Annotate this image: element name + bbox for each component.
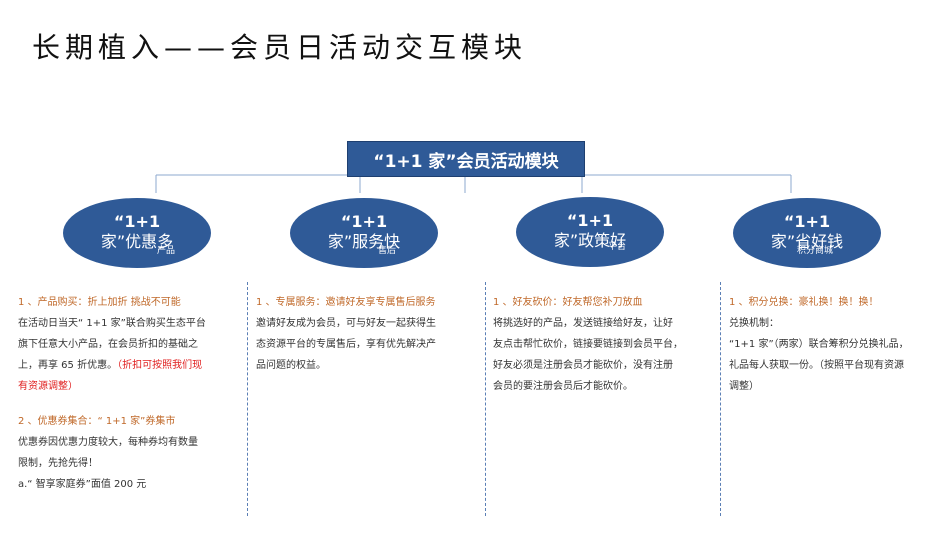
node-savings: “1+1 家”省好钱 积分商城 <box>733 198 881 268</box>
node-label-line1: “1+1 <box>566 211 614 230</box>
body-line: 优惠券因优惠力度较大，每种券均有数量 <box>18 437 198 448</box>
column-divider <box>485 282 486 516</box>
body-line: 品问题的权益。 <box>256 360 326 371</box>
node-sublabel: 产品 <box>157 246 176 256</box>
highlight-note: （折扣可按照我们现 <box>117 360 203 371</box>
section-heading: 1 、好友砍价：好友帮您补刀放血 <box>493 297 643 308</box>
body-line: a.“ 智享家庭券”面值 200 元 <box>18 479 147 490</box>
node-service: “1+1 家”服务快 售后 <box>290 198 438 268</box>
body-line: 礼品每人获取一份。（按照平台现有资源 <box>729 360 904 371</box>
body-line: 上，再享 65 折优惠。（折扣可按照我们现 <box>18 355 244 376</box>
section-heading: 1 、专属服务：邀请好友享专属售后服务 <box>256 297 436 308</box>
body-line: 在活动日当天“ 1+1 家”联合购买生态平台 <box>18 318 206 329</box>
node-label-line2: 家”服务快 <box>327 232 401 251</box>
body-line: 将挑选好的产品，发送链接给好友，让好 <box>493 318 673 329</box>
node-sublabel: 售后 <box>378 246 397 256</box>
section-heading: 1 、积分兑换：豪礼换！换！换！ <box>729 297 879 308</box>
body-line: 友点击帮忙砍价，链接要链接到会员平台， <box>493 339 683 350</box>
column-divider <box>720 282 721 516</box>
body-line: 调整） <box>729 381 759 392</box>
body-line: “1+1 家”（两家）联合筹积分兑换礼品， <box>729 339 909 350</box>
node-policy: “1+1 家”政策好 平台 <box>516 197 664 267</box>
node-label-line1: “1+1 <box>340 212 388 231</box>
node-label-line1: “1+1 <box>113 212 161 231</box>
body-text: 上，再享 65 折优惠。 <box>18 360 118 371</box>
node-label-line2: 家”省好钱 <box>770 232 844 251</box>
body-line: 兑换机制： <box>729 318 779 329</box>
body-line: 态资源平台的专属售后，享有优先解决产 <box>256 339 436 350</box>
body-line: 限制，先抢先得！ <box>18 458 98 469</box>
column-policy: 1 、好友砍价：好友帮您补刀放血 将挑选好的产品，发送链接给好友，让好 友点击帮… <box>493 292 718 397</box>
body-line: 旗下任意大小产品，在会员折扣的基础之 <box>18 339 198 350</box>
node-sublabel: 积分商城 <box>797 246 834 256</box>
page-title: 长期植入——会员日活动交互模块 <box>32 31 528 64</box>
column-points: 1 、积分兑换：豪礼换！换！换！ 兑换机制： “1+1 家”（两家）联合筹积分兑… <box>729 292 947 397</box>
node-label-line1: “1+1 <box>783 212 831 231</box>
body-line: 会员的要注册会员后才能砍价。 <box>493 381 633 392</box>
node-discount: “1+1 家”优惠多 产品 <box>63 198 211 268</box>
section-heading: 1 、产品购买：折上加折 挑战不可能 <box>18 297 181 308</box>
column-service: 1 、专属服务：邀请好友享专属售后服务 邀请好友成为会员，可与好友一起获得生 态… <box>256 292 482 376</box>
body-line: 好友必须是注册会员才能砍价，没有注册 <box>493 360 673 371</box>
body-line: 邀请好友成为会员，可与好友一起获得生 <box>256 318 436 329</box>
root-node: “1+1 家”会员活动模块 <box>347 141 585 177</box>
section-heading: 2 、优惠券集合：“ 1+1 家”券集市 <box>18 416 176 427</box>
node-label-line2: 家”优惠多 <box>100 232 174 251</box>
highlight-note: 有资源调整） <box>18 381 78 392</box>
column-divider <box>247 282 248 516</box>
node-label-line2: 家”政策好 <box>553 231 627 250</box>
node-sublabel: 平台 <box>608 242 627 252</box>
column-discount: 1 、产品购买：折上加折 挑战不可能 在活动日当天“ 1+1 家”联合购买生态平… <box>18 292 244 495</box>
